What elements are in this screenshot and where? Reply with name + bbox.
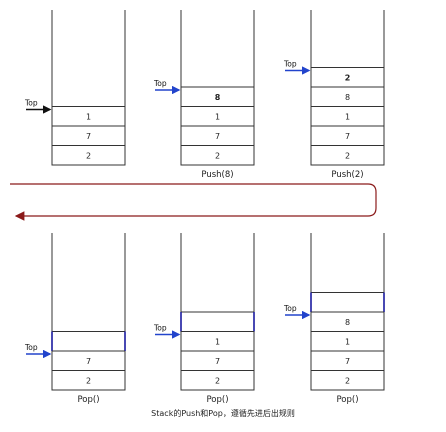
cell-value: 2 bbox=[345, 376, 350, 385]
flow-arrow bbox=[10, 183, 377, 221]
cell-value: 8 bbox=[215, 93, 221, 102]
stack-caption: Pop() bbox=[336, 395, 358, 405]
cell-value: 8 bbox=[345, 318, 350, 327]
cell-value: 1 bbox=[86, 112, 91, 121]
top-pointer-label: Top bbox=[24, 99, 38, 108]
top-pointer-label: Top bbox=[24, 343, 38, 352]
cell-value: 7 bbox=[345, 357, 350, 366]
cell-value: 2 bbox=[215, 376, 220, 385]
top-pointer-label: Top bbox=[153, 324, 167, 333]
cell-value: 7 bbox=[215, 132, 220, 141]
bottom-caption: Stack的Push和Pop，遵循先进后出规则 bbox=[151, 409, 295, 418]
stack-walls bbox=[51, 233, 126, 391]
cell-value: 1 bbox=[215, 112, 220, 121]
cell-value: 8 bbox=[345, 93, 350, 102]
cell-value: 1 bbox=[215, 337, 220, 346]
cell-value: 7 bbox=[215, 357, 220, 366]
cell-value: 1 bbox=[345, 337, 350, 346]
stack-caption: Push(2) bbox=[331, 170, 363, 180]
cell-value: 1 bbox=[345, 112, 350, 121]
cell-value: 7 bbox=[86, 357, 91, 366]
top-pointer-label: Top bbox=[153, 79, 167, 88]
stack-1: 1 7 2 Top bbox=[24, 10, 126, 166]
cell-value: 2 bbox=[86, 151, 91, 160]
stack-caption: Pop() bbox=[77, 395, 99, 405]
cell-value: 2 bbox=[86, 376, 91, 385]
cell-value: 2 bbox=[215, 151, 220, 160]
cell-value: 7 bbox=[345, 132, 350, 141]
top-pointer-label: Top bbox=[283, 60, 297, 69]
top-pointer-label: Top bbox=[283, 304, 297, 313]
stack-walls bbox=[51, 10, 126, 166]
cell-value: 2 bbox=[345, 151, 350, 160]
stack-caption: Pop() bbox=[206, 395, 228, 405]
stack-caption: Push(8) bbox=[201, 170, 233, 180]
cell-value: 7 bbox=[86, 132, 91, 141]
cell-value: 2 bbox=[345, 73, 351, 82]
